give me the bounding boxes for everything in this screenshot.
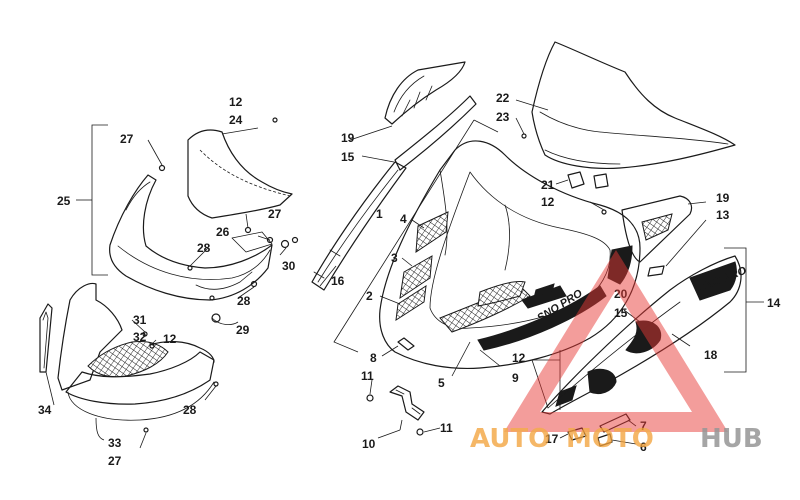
grommet-30b: [291, 236, 299, 244]
main-hood: [379, 140, 641, 369]
bolt-11a: [366, 394, 374, 402]
clip-28b: [250, 280, 258, 288]
callout-20: 20: [614, 287, 628, 301]
callout-6: 6: [640, 440, 647, 454]
callout-2: 2: [366, 289, 373, 303]
bracket-13: [647, 265, 665, 277]
callout-22: 22: [496, 91, 510, 105]
bumper-side-shell: [57, 282, 123, 391]
windshield-screw: [521, 133, 527, 139]
callout-27: 27: [120, 132, 134, 146]
callout-12: 12: [229, 95, 243, 109]
side-trim-strip: [39, 303, 53, 373]
callout-12: 12: [541, 195, 555, 209]
callout-18: 18: [704, 348, 718, 362]
callout-15: 15: [614, 306, 628, 320]
windshield: [531, 41, 736, 170]
callout-1: 1: [376, 207, 383, 221]
group-bracket-25: [91, 124, 108, 276]
watermark-triangle-logo: [504, 250, 728, 432]
callout-28: 28: [237, 294, 251, 308]
callout-23: 23: [496, 110, 510, 124]
clip-21b: [593, 173, 609, 189]
upper-windshield: [187, 129, 293, 219]
callout-14: 14: [767, 296, 781, 310]
callout-19: 19: [716, 191, 730, 205]
group-bracket-1: [333, 119, 499, 353]
callout-24: 24: [229, 113, 243, 127]
screw-12: [272, 117, 278, 123]
watermark-text-hub: HUB: [700, 424, 763, 454]
callout-27: 27: [108, 454, 122, 468]
callout-17: 17: [545, 432, 559, 446]
right-headlight-lens: [621, 195, 693, 263]
callout-15: 15: [341, 150, 355, 164]
callout-19: 19: [341, 131, 355, 145]
callout-16: 16: [331, 274, 345, 288]
callout-27: 27: [268, 207, 282, 221]
watermark-text-moto: MOTO: [566, 424, 654, 454]
upper-side-vent-mesh: [415, 211, 449, 253]
callout-8: 8: [370, 351, 377, 365]
callout-29: 29: [236, 323, 250, 337]
callout-9: 9: [512, 371, 519, 385]
side-trim-16: [311, 161, 407, 291]
right-assembly: SNO PRO: [515, 41, 764, 447]
callout-12: 12: [163, 332, 177, 346]
callout-10: 10: [362, 437, 376, 451]
callout-28: 28: [197, 241, 211, 255]
left-assembly: [39, 117, 299, 449]
group-bracket-14: [724, 247, 747, 373]
side-vent-mesh-3: [395, 285, 427, 321]
side-panel-graphic: [625, 320, 662, 354]
hood-decal-stripe: [477, 285, 607, 351]
callout-21: 21: [541, 178, 555, 192]
visor-strip: [394, 95, 477, 171]
callout-11: 11: [440, 421, 453, 435]
pin-8: [397, 337, 415, 351]
callout-labels: 12 24 27 25 27 26 28 30 28 29 31 32 12 3…: [38, 91, 781, 468]
callout-7: 7: [640, 419, 647, 433]
callout-34: 34: [38, 403, 52, 417]
callout-30: 30: [282, 259, 296, 273]
callout-11: 11: [361, 369, 374, 383]
rivet-27: [158, 164, 166, 172]
callout-3: 3: [391, 251, 398, 265]
callout-12: 12: [512, 351, 526, 365]
clip-21a: [567, 171, 585, 189]
callout-33: 33: [108, 436, 122, 450]
watermark: AUTO MOTO HUB: [470, 250, 763, 454]
bumper-mesh-grille: [87, 341, 169, 378]
mount-bracket: [389, 385, 425, 421]
center-assembly: SNO PRO: [311, 61, 641, 439]
callout-5: 5: [438, 376, 445, 390]
callout-25: 25: [57, 194, 71, 208]
callout-32: 32: [133, 330, 147, 344]
watermark-text-auto: AUTO: [470, 424, 550, 454]
callout-31: 31: [133, 313, 147, 327]
bolt-11b: [416, 428, 424, 436]
bolt-7: [599, 413, 631, 433]
rivet-27b: [244, 226, 252, 234]
callout-13: 13: [716, 208, 730, 222]
grommet-30a: [280, 239, 290, 249]
callout-28: 28: [183, 403, 197, 417]
callout-26: 26: [216, 225, 230, 239]
side-panel-decal: [689, 261, 737, 301]
clip-17: [567, 427, 587, 441]
headlight-cover: [384, 61, 466, 125]
front-cowl: [109, 174, 273, 301]
lower-side-vent-mesh: [399, 255, 433, 300]
nut-6: [597, 433, 613, 447]
callout-4: 4: [400, 212, 407, 226]
